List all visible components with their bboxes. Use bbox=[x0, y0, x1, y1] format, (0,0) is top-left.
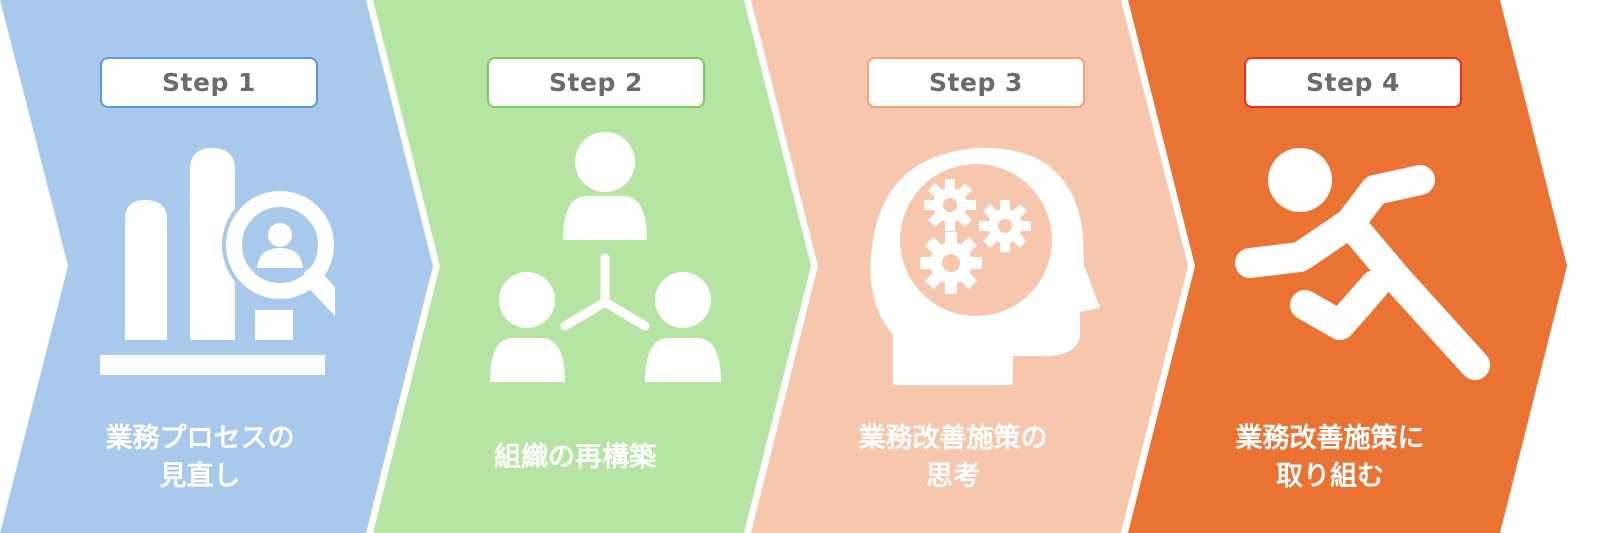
team-structure-icon bbox=[490, 132, 721, 382]
head-gears-icon bbox=[870, 147, 1100, 385]
step-4-caption: 業務改善施策に 取り組む bbox=[1235, 423, 1425, 492]
step-3-tag: Step 3 bbox=[867, 57, 1085, 108]
step-1-caption: 業務プロセスの 見直し bbox=[105, 423, 295, 492]
step-3-caption: 業務改善施策の 思考 bbox=[858, 423, 1048, 492]
running-person-icon bbox=[1235, 148, 1490, 380]
step-4-arrow bbox=[1128, 0, 1567, 533]
step-4-tag: Step 4 bbox=[1244, 57, 1462, 108]
step-2-tag: Step 2 bbox=[487, 57, 705, 108]
step-1-tag: Step 1 bbox=[100, 57, 318, 108]
step-2-arrow bbox=[373, 0, 811, 533]
step-2-caption: 組織の再構築 bbox=[494, 442, 656, 474]
analysis-magnifier-icon bbox=[100, 148, 335, 375]
